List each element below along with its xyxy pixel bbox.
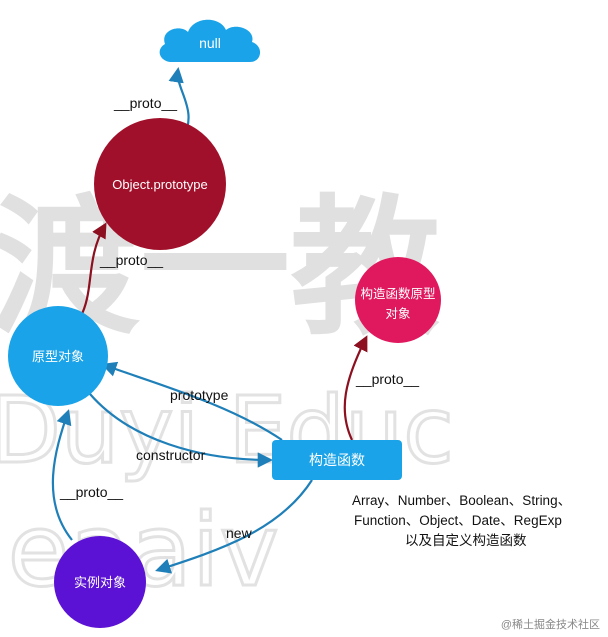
node-null-label: null [199,35,221,51]
node-prototype-object-label: 原型对象 [32,349,84,364]
edge-prototype [101,361,283,441]
constructor-description: Array、Number、Boolean、String、 Function、Ob… [352,493,571,548]
edge-instance-proto [51,409,73,541]
node-ctor-prototype: 构造函数原型 对象 [355,257,441,343]
label-ctor-to-ctor-prototype: __proto__ [355,371,419,387]
cloud-shape [159,19,261,62]
edge-constructor [89,393,274,468]
node-null: null [159,19,261,62]
node-instance: 实例对象 [54,536,146,628]
description-line2: Function、Object、Date、RegExp [354,513,562,528]
node-instance-label: 实例对象 [74,575,126,590]
edge-new [155,479,313,574]
node-ctor-prototype-circle [355,257,441,343]
edge-labels: __proto__ __proto__ __proto__ prototype … [59,95,419,541]
label-constructor: constructor [136,447,206,463]
edge-prototype-object-to-object-prototype [79,222,107,319]
node-constructor: 构造函数 [272,440,402,480]
label-prototype: prototype [170,387,229,403]
node-object-prototype-circle [94,118,226,250]
label-instance-proto: __proto__ [59,484,123,500]
node-object-prototype: Object.prototype [94,118,226,250]
label-proto-to-null: __proto__ [113,95,177,111]
edge-constructor-to-ctor-prototype [343,335,368,441]
description-line3: 以及自定义构造函数 [405,533,527,548]
description-line1: Array、Number、Boolean、String、 [352,493,571,508]
node-prototype-object: 原型对象 [8,306,108,406]
node-prototype-object-circle [8,306,108,406]
edges [51,66,368,574]
credit-text: @稀土掘金技术社区 [501,617,600,631]
label-new: new [226,525,253,541]
node-constructor-label: 构造函数 [309,452,365,468]
node-ctor-prototype-label-line2: 对象 [385,307,410,321]
node-constructor-box [272,440,402,480]
node-instance-circle [54,536,146,628]
label-proto-to-object-prototype: __proto__ [99,252,163,268]
node-ctor-prototype-label-line1: 构造函数原型 [360,286,435,301]
node-object-prototype-label: Object.prototype [112,177,207,192]
